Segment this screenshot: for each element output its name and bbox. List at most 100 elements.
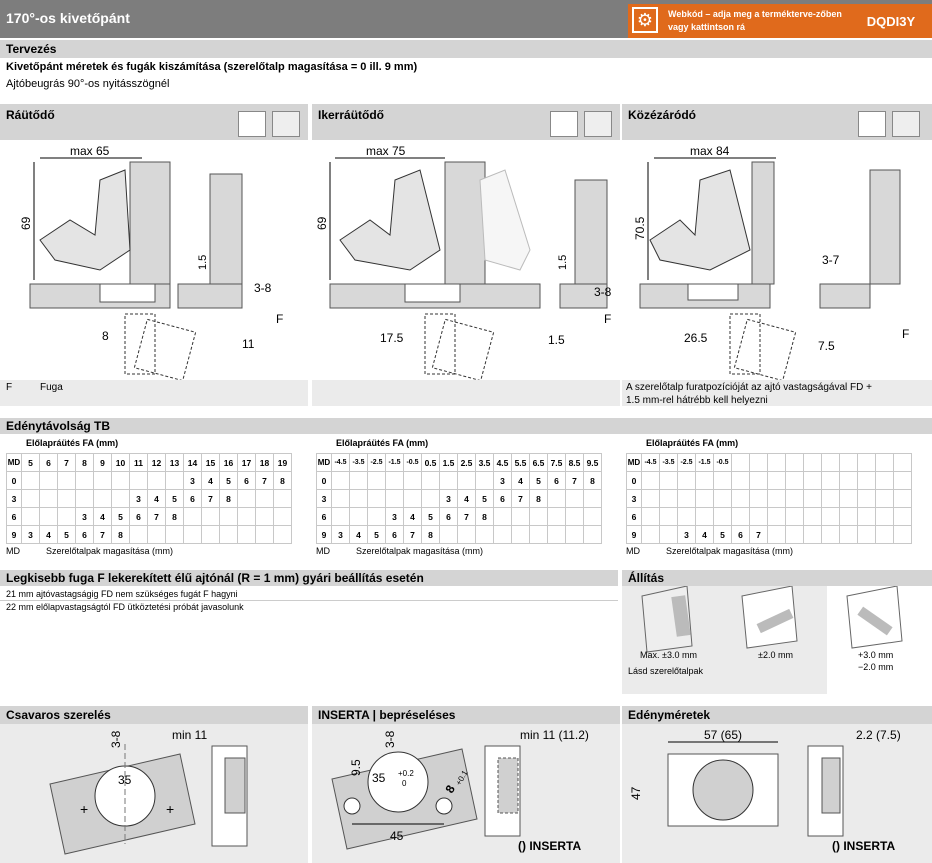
tb-cell xyxy=(749,471,768,490)
fa-col-header: 10 xyxy=(111,453,130,472)
tb-cell xyxy=(439,471,458,490)
dim-max: max 75 xyxy=(366,144,406,158)
tb-cell: 5 xyxy=(219,471,238,490)
tb-cell: 7 xyxy=(565,471,584,490)
adjust-depth-note: Lásd szerelőtalpak xyxy=(628,666,704,676)
tb-cell xyxy=(201,507,220,526)
md-row-header: 9 xyxy=(316,525,332,544)
tb-cell xyxy=(237,507,256,526)
tol-2: 0 xyxy=(402,779,407,788)
tb-cell: 7 xyxy=(749,525,768,544)
tb-cell xyxy=(273,507,292,526)
tb-cell: 4 xyxy=(147,489,166,508)
tb-cell xyxy=(785,507,804,526)
dim-47: 47 xyxy=(629,786,643,800)
tb-cell xyxy=(713,489,732,508)
tb-cell: 4 xyxy=(695,525,714,544)
dim-3: 8 xyxy=(102,329,109,343)
fa-col-header: -4.5 xyxy=(641,453,660,472)
tb-cell xyxy=(659,507,678,526)
tb-cell xyxy=(767,489,786,508)
tb-cell xyxy=(641,525,660,544)
product-code[interactable]: DQDI3Y xyxy=(850,4,932,38)
tb-cell xyxy=(57,489,76,508)
tb-cell xyxy=(547,489,566,508)
tb-cell xyxy=(893,507,912,526)
md-row-header: 0 xyxy=(316,471,332,490)
tb-cell: 3 xyxy=(331,525,350,544)
md-row-header: 9 xyxy=(6,525,22,544)
hinge-icon xyxy=(238,111,266,137)
tb-cell xyxy=(255,507,274,526)
tb-cell: 8 xyxy=(583,471,602,490)
tb-cell: 6 xyxy=(237,471,256,490)
tb-cell xyxy=(165,471,184,490)
webcode-button[interactable]: ⚙ Webkód – adja meg a termékterve-zőben … xyxy=(628,4,850,38)
caption-bg xyxy=(312,380,620,406)
dim-2-2: 2.2 (7.5) xyxy=(856,728,901,742)
depth-adjust-icon xyxy=(641,586,693,653)
tb-cell xyxy=(695,471,714,490)
tb-cell xyxy=(695,507,714,526)
fa-col-header: -0.5 xyxy=(713,453,732,472)
dim-4: 1.5 xyxy=(548,333,565,347)
dim-9-5: 9.5 xyxy=(349,759,363,776)
dim-3: 17.5 xyxy=(380,331,404,345)
design-subtitle: Kivetőpánt méretek és fugák kiszámítása … xyxy=(6,61,418,73)
fuga-label: Fuga xyxy=(40,382,63,393)
fa-col-header: 2.5 xyxy=(457,453,476,472)
hinge-diagrams: max 65 69 1.5 3-8 8 11 F max 75 69 1.5 3… xyxy=(19,144,909,380)
tb-cell xyxy=(875,507,894,526)
page-title: 170°-os kivetőpánt xyxy=(6,10,130,26)
tb-cell xyxy=(331,507,350,526)
dim-35: 35 xyxy=(372,771,386,785)
tb-cell xyxy=(875,525,894,544)
fuga-key: F xyxy=(6,382,13,393)
tb-cell xyxy=(713,471,732,490)
tb-cell xyxy=(893,471,912,490)
webcode-text: Webkód – adja meg a termékterve-zőben va… xyxy=(668,9,842,32)
tb-cell xyxy=(475,525,494,544)
fa-col-header xyxy=(821,453,840,472)
tb-cell xyxy=(731,489,750,508)
fa-col-header: -3.5 xyxy=(349,453,368,472)
fa-col-header: 5.5 xyxy=(511,453,530,472)
tb-cell xyxy=(529,507,548,526)
tb-cell xyxy=(349,489,368,508)
adjust-side: ±2.0 mm xyxy=(758,650,793,660)
gap-line-2: 22 mm előlapvastagságtól FD ütköztetési … xyxy=(6,602,244,612)
tb-cell xyxy=(39,471,58,490)
fa-col-header xyxy=(785,453,804,472)
dim-height: 69 xyxy=(315,216,329,230)
tb-cell: 5 xyxy=(713,525,732,544)
tb-cell xyxy=(893,489,912,508)
tb-cell xyxy=(219,507,238,526)
dim-1: 1.5 xyxy=(557,255,569,270)
tb-cell xyxy=(331,471,350,490)
fa-col-header: -1.5 xyxy=(695,453,714,472)
dim-3-8: 3-8 xyxy=(109,730,123,748)
tb-cell xyxy=(403,489,422,508)
tb-cell xyxy=(659,489,678,508)
tb-cell: 3 xyxy=(129,489,148,508)
dim-3: 26.5 xyxy=(684,331,708,345)
fa-col-header xyxy=(731,453,750,472)
tb-cell: 4 xyxy=(349,525,368,544)
tb-cell: 5 xyxy=(475,489,494,508)
tb-cell: 7 xyxy=(255,471,274,490)
adjust-height-2: −2.0 mm xyxy=(858,662,894,672)
fa-col-header xyxy=(803,453,822,472)
tb-cell xyxy=(785,525,804,544)
tb-cell xyxy=(273,489,292,508)
adjust-diagrams xyxy=(641,586,903,653)
tb-cell xyxy=(821,525,840,544)
fa-col-header: 11 xyxy=(129,453,148,472)
tb-cell xyxy=(875,489,894,508)
adjust-height: +3.0 mm xyxy=(858,650,894,660)
tb-cell xyxy=(475,471,494,490)
fa-col-header: 6 xyxy=(39,453,58,472)
dim-f: F xyxy=(604,312,611,326)
dim-height: 70.5 xyxy=(633,216,647,240)
tb-cell xyxy=(785,489,804,508)
